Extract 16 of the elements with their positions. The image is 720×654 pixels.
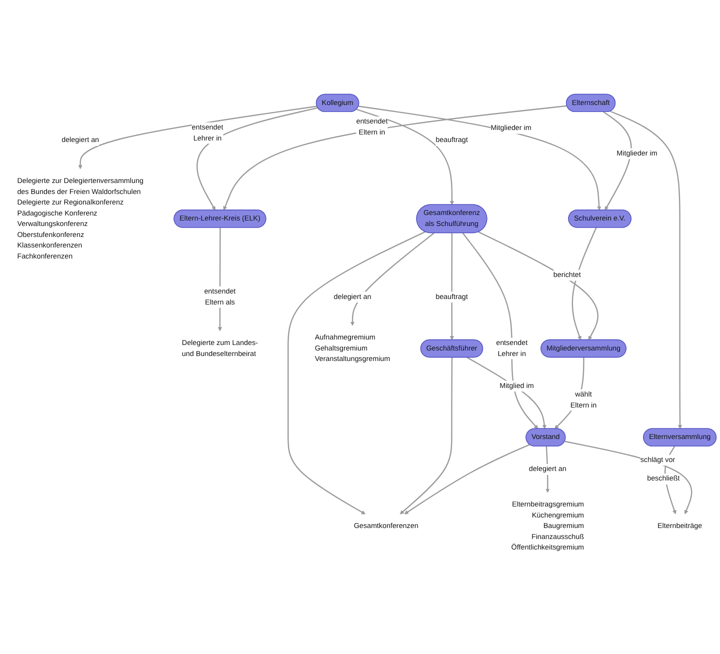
arrow — [358, 106, 602, 210]
arrow — [288, 231, 426, 514]
arrow — [466, 356, 546, 430]
arrow — [572, 227, 597, 340]
arrow — [350, 232, 434, 326]
arrow — [196, 107, 318, 210]
arrow — [603, 111, 632, 210]
arrow — [462, 232, 538, 430]
arrow — [356, 108, 454, 206]
arrow — [478, 231, 598, 340]
arrow — [450, 233, 454, 340]
arrow — [400, 357, 453, 514]
arrow — [78, 106, 318, 170]
arrow — [610, 110, 682, 430]
arrow — [404, 444, 530, 514]
arrow — [223, 105, 568, 210]
